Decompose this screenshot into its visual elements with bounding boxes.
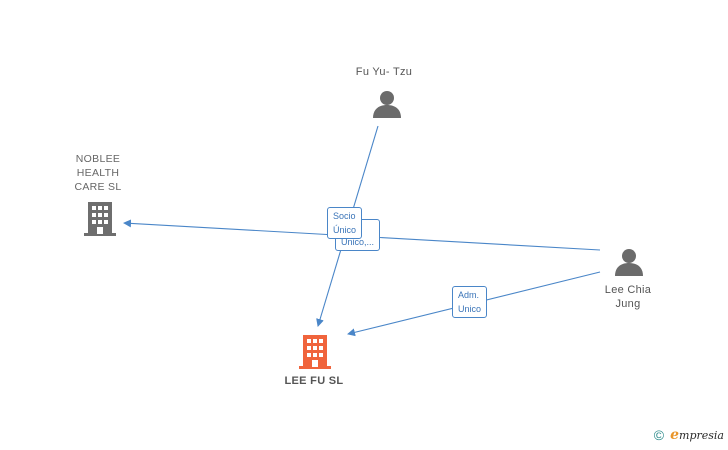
person-label-line: Jung	[615, 298, 641, 310]
company-label-line: HEALTH	[76, 167, 120, 179]
company-label-line: CARE SL	[74, 181, 122, 193]
person-icon[interactable]	[373, 91, 401, 118]
edge-label-line: Unico	[458, 304, 482, 314]
edge-label-line: Socio	[333, 211, 356, 221]
edge-label-adm-unico[interactable]: Adm. Unico	[452, 286, 488, 318]
building-icon-focus[interactable]	[299, 335, 331, 369]
person-icon[interactable]	[615, 249, 643, 276]
person-label-line: Lee Chia	[604, 284, 652, 296]
person-label-lee-chia-jung[interactable]: Lee Chia Jung	[586, 283, 670, 311]
building-icon[interactable]	[84, 202, 116, 236]
empresia-logo: © empresia	[654, 427, 724, 443]
edge-label-line: Único	[333, 225, 357, 235]
company-label-line: NOBLEE	[75, 153, 121, 165]
person-label-fu-yu-tzu[interactable]: Fu Yu- Tzu	[355, 66, 413, 78]
edge-label-line: Unico,...	[341, 237, 375, 247]
company-label-lee-fu-sl[interactable]: LEE FU SL	[284, 375, 344, 387]
brand-wordmark: empresia	[670, 427, 724, 443]
company-label-noblee[interactable]: NOBLEE HEALTH CARE SL	[48, 152, 148, 194]
edge-label-line: Adm.	[458, 290, 480, 300]
copyright-icon: ©	[653, 427, 665, 443]
edge-label-socio-unico[interactable]: Socio Único	[327, 207, 363, 239]
